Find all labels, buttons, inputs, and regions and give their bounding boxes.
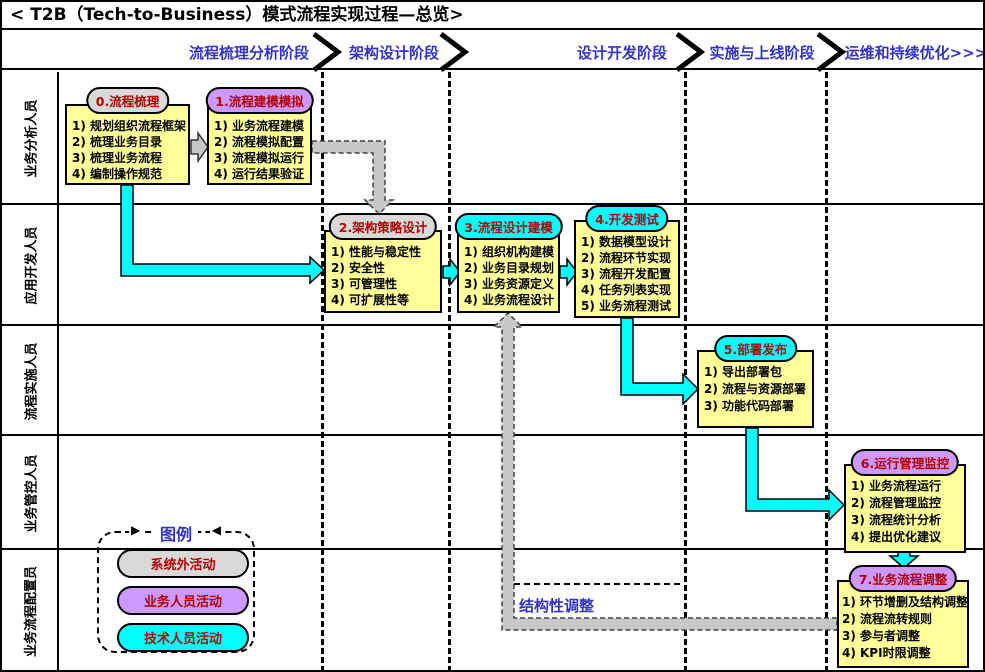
activity-item-list: 1) 规划组织流程框架 2) 梳理业务目录 3) 梳理业务流程 4) 编制操作规… — [65, 104, 190, 185]
activity-item: 2) 业务目录规划 — [464, 261, 555, 275]
activity-header: 7.业务流程调整 — [848, 565, 958, 592]
activity-box-4: 1) 数据模型设计 2) 流程环节实现 3) 流程开发配置 4) 任务列表实现 … — [574, 205, 680, 318]
activity-item: 4) 任务列表实现 — [581, 283, 672, 297]
activity-box-0: 1) 规划组织流程框架 2) 梳理业务目录 3) 梳理业务流程 4) 编制操作规… — [65, 87, 190, 185]
lane-label-5: 业务流程配置员 — [24, 565, 40, 657]
activity-item: 1) 环节增删及结构调整 — [842, 595, 969, 609]
activity-item: 4) 可扩展性等 — [331, 293, 410, 307]
activity-item: 4) 运行结果验证 — [214, 167, 305, 181]
legend-arrow-right-icon: ▶ — [129, 523, 143, 537]
activity-item: 4) 提出优化建议 — [851, 530, 942, 544]
activity-item: 1) 规划组织流程框架 — [72, 119, 187, 133]
activity-box-6: 1) 业务流程运行 2) 流程管理监控 3) 流程统计分析 4) 提出优化建议 … — [844, 449, 966, 553]
activity-item: 1) 业务流程建模 — [214, 119, 305, 133]
activity-header: 2.架构策略设计 — [328, 213, 438, 240]
activity-box-1: 1) 业务流程建模 2) 流程模拟配置 3) 流程模拟运行 4) 运行结果验证 … — [205, 87, 314, 185]
activity-item-list: 1) 业务流程建模 2) 流程模拟配置 3) 流程模拟运行 4) 运行结果验证 — [207, 104, 312, 185]
feedback-label: 结构性调整 — [519, 597, 595, 615]
lane-label-2: 应用开发人员 — [24, 226, 40, 305]
activity-item: 2) 流程与资源部署 — [704, 382, 807, 396]
activity-item-list: 1) 数据模型设计 2) 流程环节实现 3) 流程开发配置 4) 任务列表实现 … — [574, 220, 680, 318]
activity-item: 1) 业务流程运行 — [851, 479, 942, 493]
activity-item: 1) 组织机构建模 — [464, 245, 555, 259]
phase-separator-line — [684, 72, 687, 670]
activity-header: 4.开发测试 — [585, 205, 669, 232]
lane-cell-5: 业务流程配置员 — [2, 550, 57, 670]
activity-item: 3) 梳理业务流程 — [72, 151, 163, 165]
arrow-0-to-1-icon — [190, 130, 209, 164]
activity-item-list: 1) 组织机构建模 2) 业务目录规划 3) 业务资源定义 4) 业务流程设计 — [457, 230, 560, 313]
legend-item-business: 业务人员活动 — [117, 586, 249, 615]
legend-item-technical: 技术人员活动 — [117, 623, 249, 652]
activity-item: 5) 业务流程测试 — [581, 299, 672, 313]
lane-label-4: 业务管控人员 — [24, 453, 40, 533]
page-title: < T2B（Tech-to-Business）模式流程实现过程—总览> — [2, 2, 983, 30]
activity-item-list: 1) 性能与稳定性 2) 安全性 3) 可管理性 4) 可扩展性等 — [324, 230, 442, 313]
activity-header: 1.流程建模模拟 — [205, 87, 314, 114]
activity-header: 0.流程梳理 — [85, 87, 170, 114]
activity-item: 4) 业务流程设计 — [464, 293, 555, 307]
activity-box-2: 1) 性能与稳定性 2) 安全性 3) 可管理性 4) 可扩展性等 2.架构策略… — [324, 213, 442, 313]
activity-header: 6.运行管理监控 — [850, 449, 960, 476]
phase-header-band: 流程梳理分析阶段 架构设计阶段 设计开发阶段 实施与上线阶段 运维和持续优化>>… — [2, 30, 983, 70]
activity-item: 2) 安全性 — [331, 261, 386, 275]
arrow-5-to-6-icon — [745, 427, 846, 522]
lane-label-3: 流程实施人员 — [24, 341, 40, 421]
activity-item: 1) 导出部署包 — [704, 365, 783, 379]
activity-item-list: 1) 业务流程运行 2) 流程管理监控 3) 流程统计分析 4) 提出优化建议 — [844, 464, 966, 553]
legend-arrow-left-icon: ◀ — [209, 523, 223, 537]
activity-box-5: 1) 导出部署包 2) 流程与资源部署 3) 功能代码部署 5.部署发布 — [697, 335, 814, 428]
phase-separator-line — [321, 72, 324, 670]
activity-item: 4) KPI时限调整 — [842, 646, 931, 660]
legend-item-external: 系统外活动 — [117, 549, 249, 578]
activity-box-3: 1) 组织机构建模 2) 业务目录规划 3) 业务资源定义 4) 业务流程设计 … — [454, 213, 563, 313]
activity-item: 3) 流程开发配置 — [581, 267, 672, 281]
phase-label-4: 实施与上线阶段 — [709, 44, 815, 62]
activity-box-7: 1) 环节增删及结构调整 2) 流程流转规则 3) 参与者调整 4) KPI时限… — [837, 565, 969, 668]
lane-divider-line — [2, 434, 983, 436]
lane-divider-line — [2, 203, 983, 205]
phase-label-1: 流程梳理分析阶段 — [188, 44, 310, 62]
phase-label-5: 运维和持续优化>>> — [844, 44, 985, 62]
lane-divider-line — [2, 324, 983, 326]
phase-label-2: 架构设计阶段 — [348, 44, 440, 62]
activity-item: 3) 可管理性 — [331, 277, 398, 291]
lane-label-1: 业务分析人员 — [24, 99, 40, 178]
activity-item: 3) 业务资源定义 — [464, 277, 555, 291]
lane-label-divider — [57, 72, 59, 670]
lane-cell-4: 业务管控人员 — [2, 436, 57, 550]
activity-item-list: 1) 环节增删及结构调整 2) 流程流转规则 3) 参与者调整 4) KPI时限… — [837, 580, 969, 668]
activity-item: 3) 流程统计分析 — [851, 513, 942, 527]
activity-item: 2) 流程管理监控 — [851, 496, 942, 510]
activity-item: 4) 编制操作规范 — [72, 167, 163, 181]
activity-item: 1) 数据模型设计 — [581, 235, 672, 249]
activity-item: 2) 流程环节实现 — [581, 251, 672, 265]
legend: ▶ 图例 ◀ 系统外活动 业务人员活动 技术人员活动 — [97, 521, 255, 653]
activity-item: 2) 流程模拟配置 — [214, 135, 305, 149]
phase-label-3: 设计开发阶段 — [576, 44, 668, 62]
lane-cell-2: 应用开发人员 — [2, 205, 57, 326]
arrow-0-to-2-icon — [120, 184, 326, 285]
activity-header: 3.流程设计建模 — [454, 213, 563, 240]
legend-title: 图例 — [153, 521, 199, 545]
phase-separator-line — [825, 72, 828, 670]
activity-item: 2) 梳理业务目录 — [72, 135, 163, 149]
activity-item: 2) 流程流转规则 — [842, 612, 933, 626]
lane-cell-1: 业务分析人员 — [2, 72, 57, 205]
activity-header: 5.部署发布 — [713, 335, 798, 362]
activity-item: 3) 流程模拟运行 — [214, 151, 305, 165]
activity-item: 3) 功能代码部署 — [704, 399, 795, 413]
activity-item: 3) 参与者调整 — [842, 629, 921, 643]
phase-separator-line — [448, 72, 451, 670]
lane-cell-3: 流程实施人员 — [2, 326, 57, 436]
activity-item: 1) 性能与稳定性 — [331, 245, 422, 259]
